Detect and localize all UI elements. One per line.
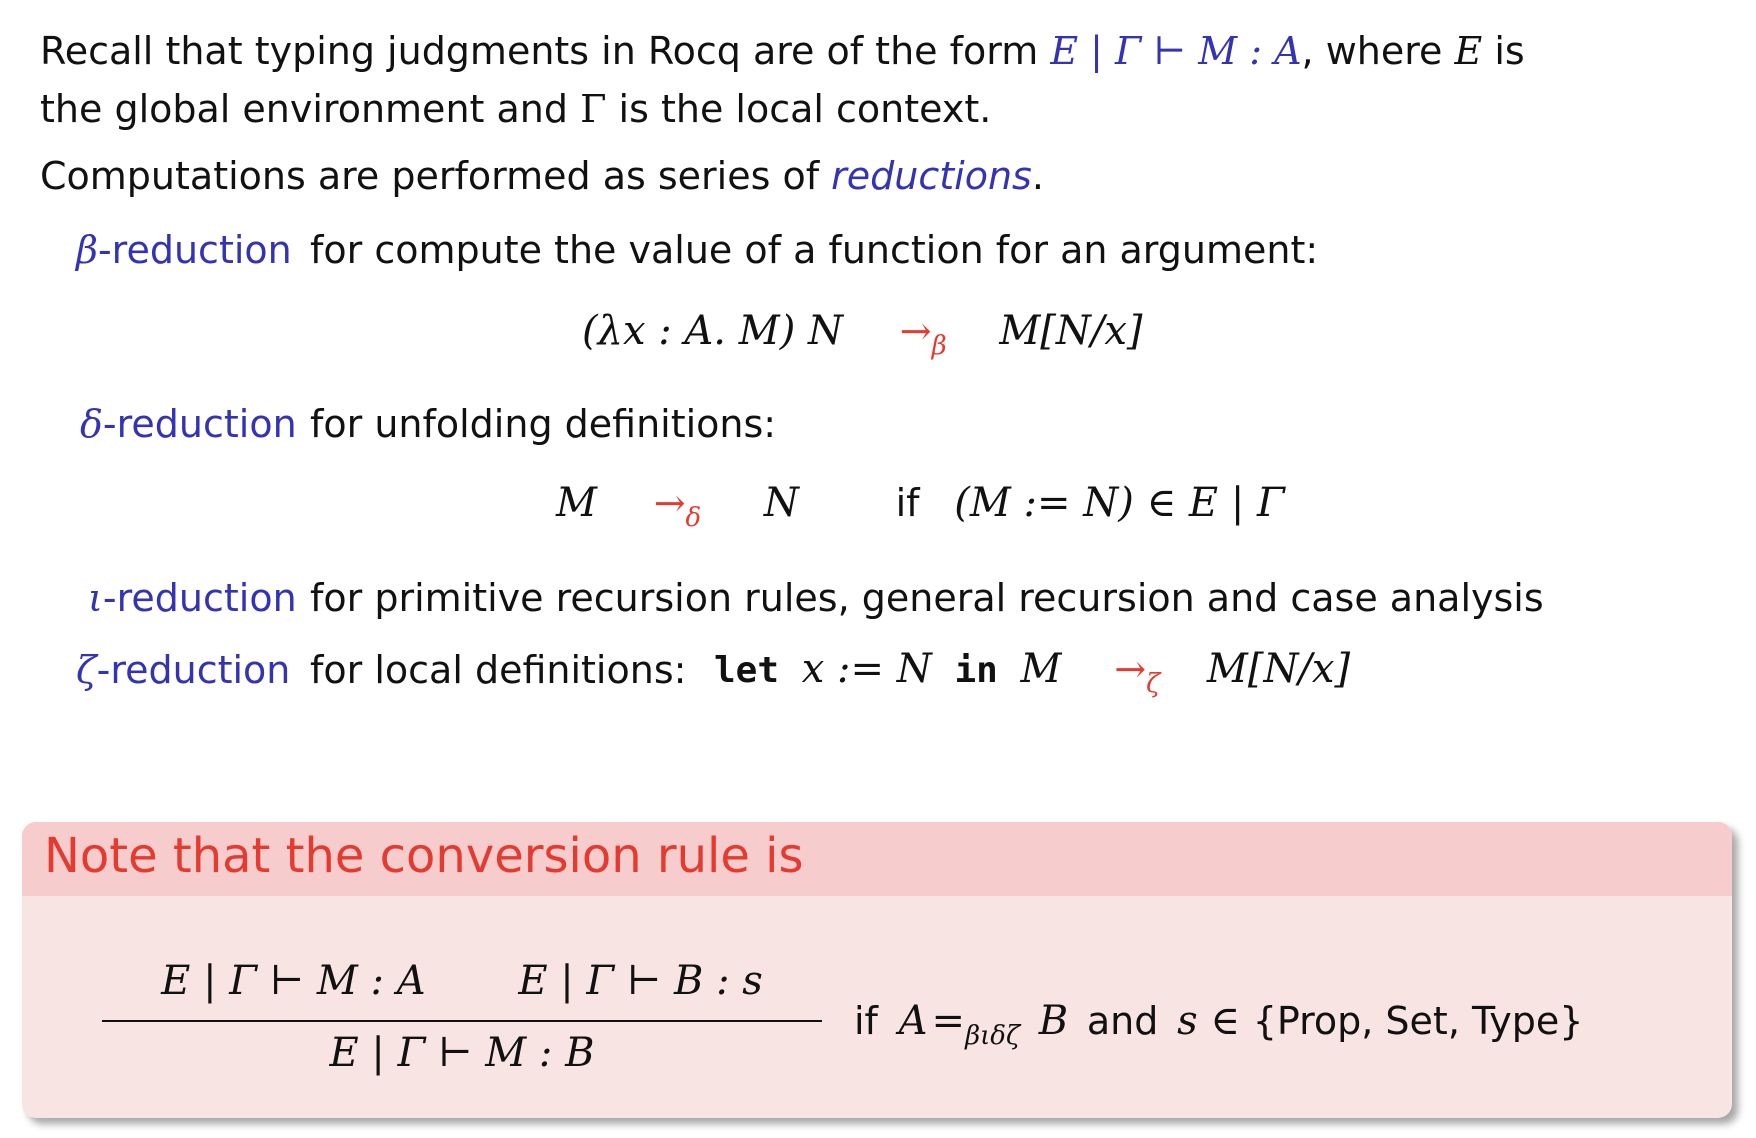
conversion-rule-conclusion: E | Γ ⊢ M : B (329, 1030, 595, 1076)
beta-reduction-description: for compute the value of a function for … (310, 228, 1319, 272)
iota-reduction-description: for primitive recursion rules, general r… (310, 576, 1544, 620)
zeta-reduction-description: for local definitions: (310, 648, 687, 692)
intro-paragraph: Recall that typing judgments in Rocq are… (40, 22, 1525, 138)
conversion-rule-premises: E | Γ ⊢ M : A E | Γ ⊢ B : s (161, 958, 763, 1004)
delta-reduction-rule: M →δ N if (M := N) ∈ E | Γ (556, 480, 1285, 533)
zeta-arrow: →ζ (1114, 647, 1161, 699)
note-block: Note that the conversion rule is E | Γ ⊢… (22, 822, 1732, 1118)
note-block-title: Note that the conversion rule is (44, 828, 804, 884)
delta-reduction-description: for unfolding definitions: (310, 402, 777, 446)
inference-bar (102, 1020, 822, 1022)
conversion-rule-side-condition: if A=βιδζ B and s ∈ {Prop, Set, Type} (854, 998, 1584, 1051)
delta-arrow: →δ (653, 481, 702, 533)
judgment-formula: E | Γ ⊢ M : A (1050, 29, 1302, 73)
intro-line-1: Recall that typing judgments in Rocq are… (40, 29, 1525, 73)
conversion-rule-fraction: E | Γ ⊢ M : A E | Γ ⊢ B : s E | Γ ⊢ M : … (102, 958, 822, 1076)
beta-reduction-label: β-reduction (76, 228, 292, 272)
beta-arrow: →β (899, 309, 947, 361)
iota-reduction-label: ι-reduction (88, 576, 297, 620)
beta-reduction-rule: (λx : A. M) N →β M[N/x] (582, 308, 1143, 361)
zeta-reduction-rule: let x := N in M →ζ M[N/x] (714, 646, 1351, 699)
intro-line-2: the global environment and Γ is the loca… (40, 87, 992, 131)
reductions-emphasis: reductions (831, 154, 1032, 198)
note-block-header: Note that the conversion rule is (22, 822, 1732, 896)
delta-reduction-label: δ-reduction (80, 402, 297, 446)
zeta-reduction-label: ζ-reduction (76, 648, 291, 692)
computations-sentence: Computations are performed as series of … (40, 154, 1044, 198)
